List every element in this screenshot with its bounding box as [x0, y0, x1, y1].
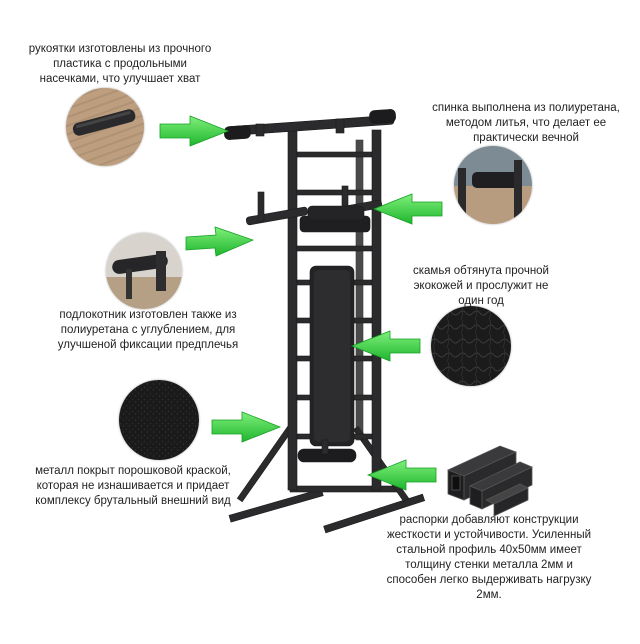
grip-closeup-image	[66, 88, 144, 166]
backrest-closeup-image	[454, 146, 532, 224]
upright-right	[371, 129, 382, 491]
armrest-closeup-image	[106, 233, 182, 309]
arrow-left-icon	[366, 459, 437, 491]
leather-texture-image	[431, 306, 511, 386]
backrest-pad	[307, 205, 365, 221]
base-foot-center	[289, 485, 401, 493]
arrow-right-icon	[211, 411, 282, 443]
steel-profile-image	[446, 445, 533, 517]
caption-backrest: спинка выполнена из полиуретана, методом…	[432, 102, 620, 144]
caption-profile: распорки добавляют конструкции жесткости…	[386, 514, 592, 601]
arrow-right-icon	[185, 226, 255, 257]
caption-armrest: подлокотник изготовлен также из полиурет…	[57, 309, 239, 351]
arrow-right-icon	[159, 115, 230, 147]
upright-left	[287, 129, 298, 491]
caption-grips: рукоятки изготовлены из прочного пластик…	[28, 43, 212, 85]
dip-arm-left	[245, 206, 309, 226]
power-tower	[223, 109, 426, 534]
arrow-left-icon	[372, 193, 443, 225]
base-foot-right	[323, 493, 426, 534]
caption-bench: скамья обтянута прочной экокожей и просл…	[413, 265, 549, 307]
pullup-bar	[225, 115, 395, 136]
arrow-left-icon	[350, 330, 421, 362]
caption-coating: металл покрыт порошковой краской, котора…	[35, 465, 231, 507]
powder-coat-texture-image	[119, 380, 199, 460]
upright-back	[355, 139, 364, 441]
